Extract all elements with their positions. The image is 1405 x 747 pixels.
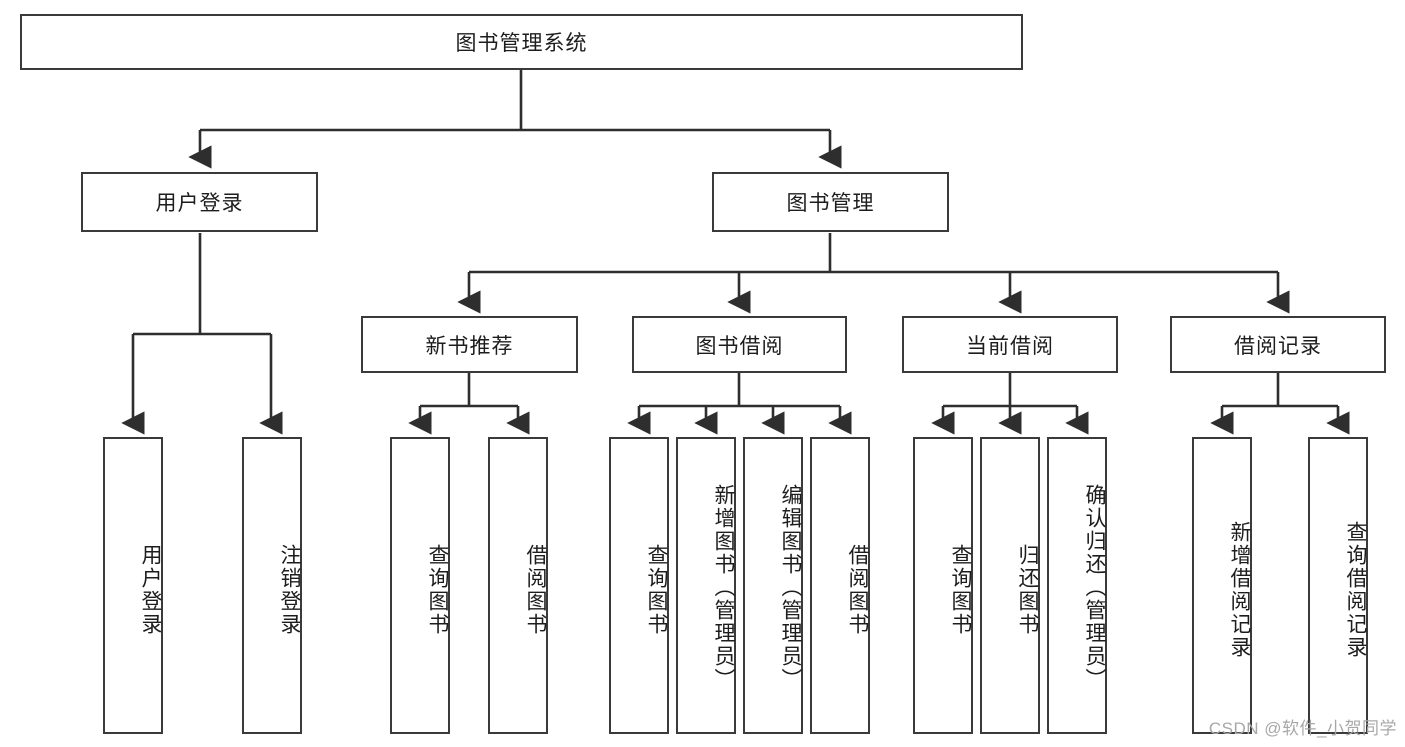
leaf-new-book-query[interactable]: 查询图书 bbox=[390, 437, 450, 734]
leaf-user-login-signin[interactable]: 用户登录 bbox=[103, 437, 163, 734]
node-borrow-record[interactable]: 借阅记录 bbox=[1170, 316, 1386, 373]
leaf-borrow-record-add-label: 新增借阅记录 bbox=[1228, 520, 1251, 659]
node-book-borrow-label: 图书借阅 bbox=[695, 334, 784, 358]
leaf-borrow-record-query-label: 查询借阅记录 bbox=[1344, 520, 1367, 659]
leaf-current-borrow-return-label: 归还图书 bbox=[1016, 543, 1039, 636]
leaf-borrow-record-query[interactable]: 查询借阅记录 bbox=[1308, 437, 1368, 734]
leaf-current-borrow-confirm-label: 确认归还（管理员） bbox=[1083, 484, 1106, 691]
node-user-login-label: 用户登录 bbox=[155, 192, 244, 215]
leaf-book-borrow-borrow[interactable]: 借阅图书 bbox=[810, 437, 870, 734]
leaf-book-borrow-edit[interactable]: 编辑图书（管理员） bbox=[743, 437, 803, 734]
leaf-current-borrow-return[interactable]: 归还图书 bbox=[980, 437, 1040, 734]
leaf-book-borrow-add[interactable]: 新增图书（管理员） bbox=[676, 437, 736, 734]
watermark-text: CSDN @软件_小贺同学 bbox=[1208, 719, 1397, 738]
node-book-management[interactable]: 图书管理 bbox=[712, 172, 949, 232]
node-root-system[interactable]: 图书管理系统 bbox=[20, 14, 1023, 70]
node-user-login[interactable]: 用户登录 bbox=[81, 172, 318, 232]
leaf-new-book-borrow-label: 借阅图书 bbox=[524, 543, 547, 636]
leaf-book-borrow-query[interactable]: 查询图书 bbox=[609, 437, 669, 734]
leaf-book-borrow-add-label: 新增图书（管理员） bbox=[712, 484, 735, 691]
leaf-current-borrow-confirm[interactable]: 确认归还（管理员） bbox=[1047, 437, 1107, 734]
leaf-user-login-signout-label: 注销登录 bbox=[278, 543, 301, 636]
leaf-current-borrow-query[interactable]: 查询图书 bbox=[913, 437, 973, 734]
node-book-management-label: 图书管理 bbox=[786, 192, 875, 215]
node-borrow-record-label: 借阅记录 bbox=[1234, 334, 1322, 358]
leaf-new-book-borrow[interactable]: 借阅图书 bbox=[488, 437, 548, 734]
leaf-book-borrow-borrow-label: 借阅图书 bbox=[846, 543, 869, 636]
node-current-borrow[interactable]: 当前借阅 bbox=[902, 316, 1118, 373]
leaf-user-login-signin-label: 用户登录 bbox=[139, 543, 162, 636]
leaf-borrow-record-add[interactable]: 新增借阅记录 bbox=[1192, 437, 1252, 734]
node-book-borrow[interactable]: 图书借阅 bbox=[632, 316, 847, 373]
leaf-book-borrow-edit-label: 编辑图书（管理员） bbox=[779, 484, 802, 691]
node-new-book-recommend[interactable]: 新书推荐 bbox=[361, 316, 578, 373]
leaf-new-book-query-label: 查询图书 bbox=[426, 543, 449, 636]
leaf-user-login-signout[interactable]: 注销登录 bbox=[242, 437, 302, 734]
node-root-system-label: 图书管理系统 bbox=[455, 32, 588, 55]
leaf-book-borrow-query-label: 查询图书 bbox=[645, 543, 668, 636]
leaf-current-borrow-query-label: 查询图书 bbox=[949, 543, 972, 636]
node-new-book-recommend-label: 新书推荐 bbox=[425, 334, 514, 358]
node-current-borrow-label: 当前借阅 bbox=[966, 334, 1054, 358]
